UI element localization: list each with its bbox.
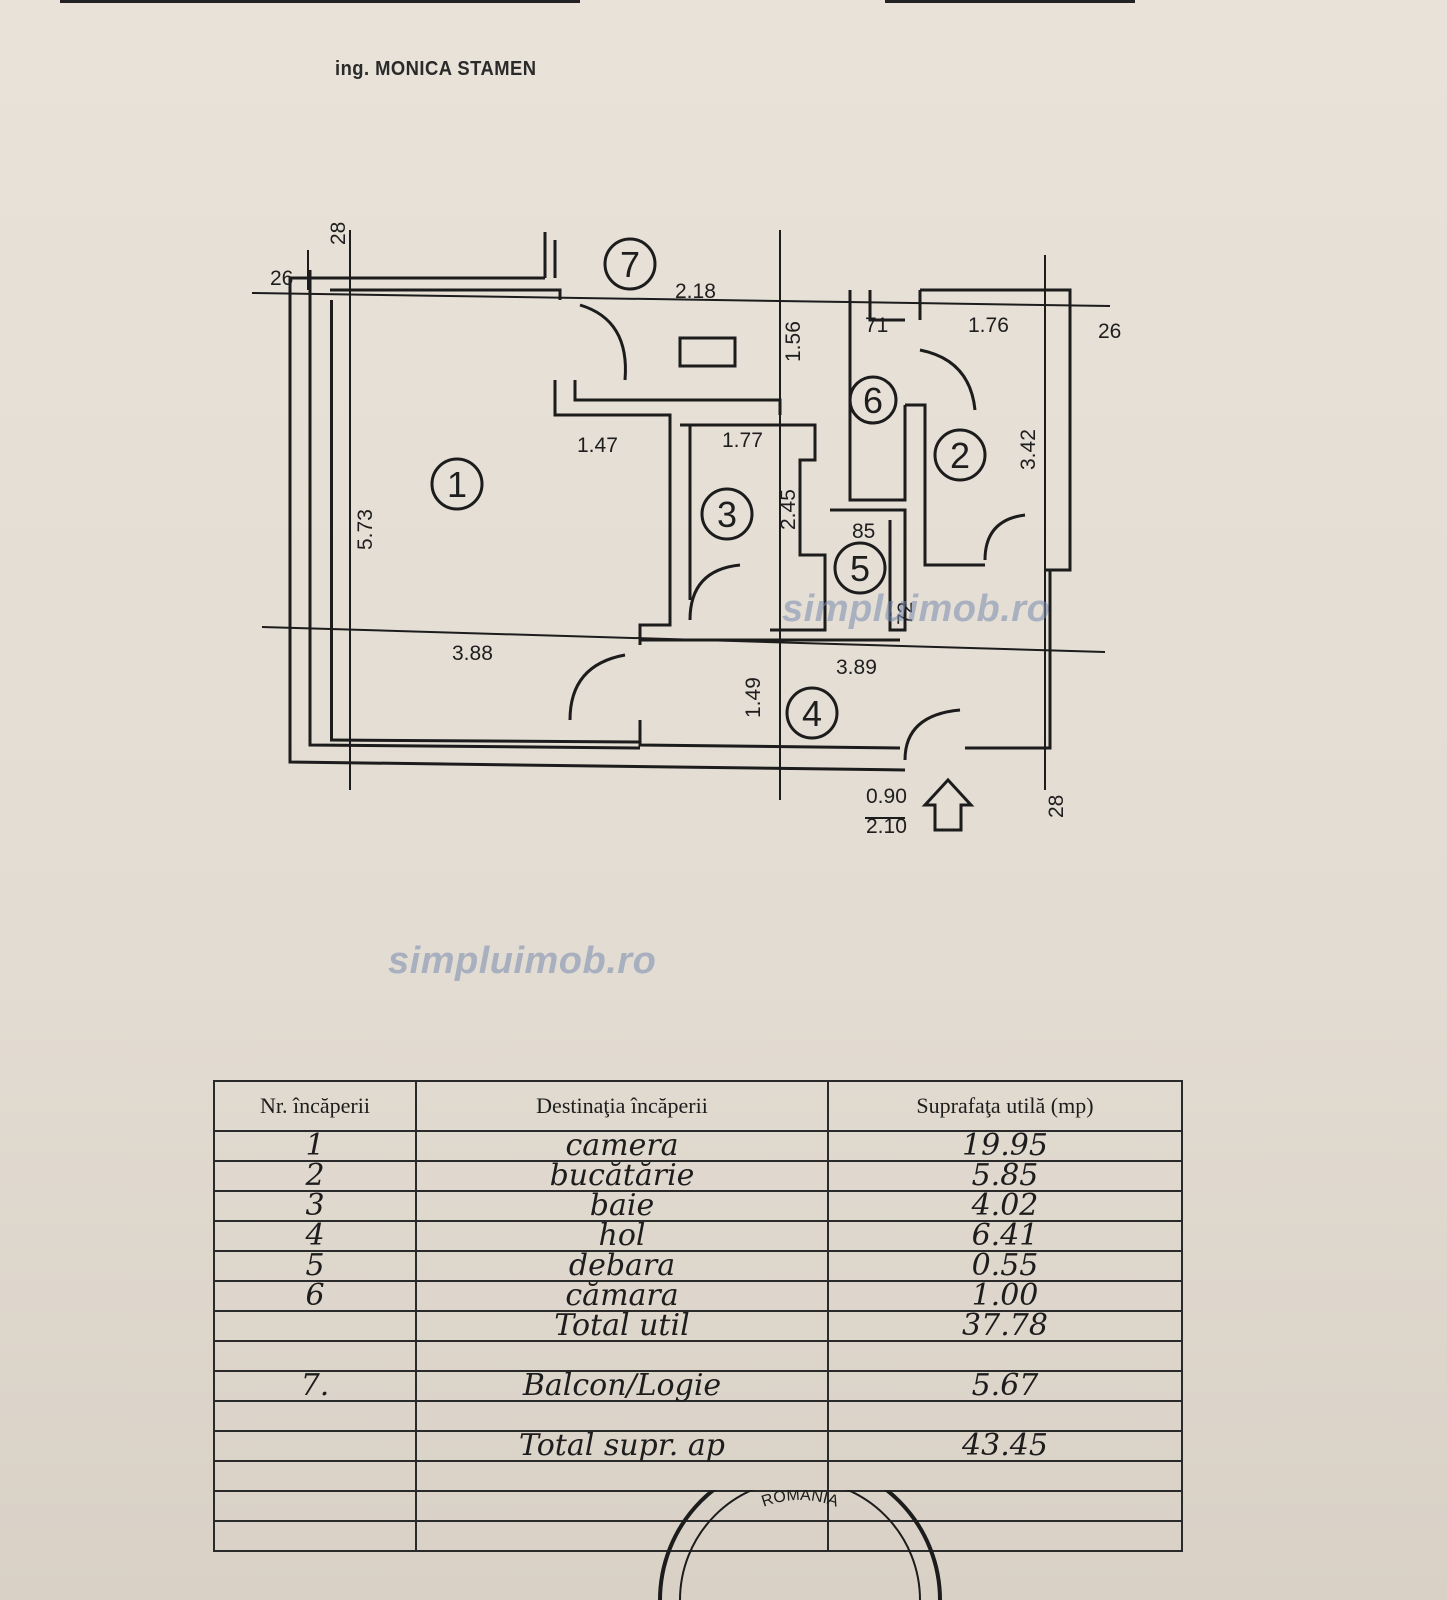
cell-nr: 2 xyxy=(213,1160,417,1192)
outer-wall-left xyxy=(288,276,906,772)
table-row xyxy=(213,1340,1183,1372)
cell-area: 5.67 xyxy=(827,1370,1183,1402)
cell-destination: debara xyxy=(415,1250,829,1282)
cell-area: 4.02 xyxy=(827,1190,1183,1222)
cell-destination: baie xyxy=(415,1190,829,1222)
dim-storage-width-b: 72 xyxy=(894,602,917,625)
cell-nr: 5 xyxy=(213,1250,417,1282)
room-number-5: 5 xyxy=(850,548,870,589)
cell-nr xyxy=(213,1430,417,1462)
cell-area: 43.45 xyxy=(827,1430,1183,1462)
dim-wall-left: 26 xyxy=(270,267,293,290)
cell-area xyxy=(827,1400,1183,1432)
cell-nr xyxy=(213,1460,417,1492)
top-rule-left xyxy=(60,0,580,3)
room-number-3: 3 xyxy=(717,494,737,535)
dim-hall-height: 1.49 xyxy=(742,677,765,718)
room1-inner xyxy=(330,300,333,740)
table-row xyxy=(213,1490,1183,1522)
cell-destination xyxy=(415,1340,829,1372)
round-stamp: ROMÂNIA xyxy=(658,1490,942,1600)
dim-kitchen-height: 3.42 xyxy=(1017,429,1040,470)
table-row xyxy=(213,1400,1183,1432)
svg-text:ROMÂNIA: ROMÂNIA xyxy=(759,1490,840,1511)
cell-destination: bucătărie xyxy=(415,1160,829,1192)
dim-balcony-width: 2.18 xyxy=(675,280,716,303)
cell-destination: hol xyxy=(415,1220,829,1252)
cell-area: 0.55 xyxy=(827,1250,1183,1282)
dim-storage-width: 85 xyxy=(852,520,875,543)
room-number-4: 4 xyxy=(802,693,822,734)
room-number-7: 7 xyxy=(620,244,640,285)
table-header-row: Nr. încăperii Destinaţia încăperii Supra… xyxy=(213,1080,1183,1132)
cell-nr xyxy=(213,1490,417,1522)
cell-destination: Total supr. ap xyxy=(415,1430,829,1462)
dim-kitchen-top-height: 1.56 xyxy=(782,321,805,362)
dim-kitchen-width: 1.76 xyxy=(968,314,1009,337)
cell-nr xyxy=(213,1400,417,1432)
cell-nr: 3 xyxy=(213,1190,417,1222)
cell-area: 37.78 xyxy=(827,1310,1183,1342)
col-header-destination: Destinaţia încăperii xyxy=(415,1080,829,1132)
cell-area: 6.41 xyxy=(827,1220,1183,1252)
dim-room-width: 3.88 xyxy=(452,642,493,665)
room-number-1: 1 xyxy=(447,464,467,505)
surface-table: Nr. încăperii Destinaţia încăperii Supra… xyxy=(213,1080,1183,1552)
table-row xyxy=(213,1520,1183,1552)
inner-wall-left xyxy=(308,270,641,750)
cell-destination: Total util xyxy=(415,1310,829,1342)
cell-nr xyxy=(213,1310,417,1342)
table-row xyxy=(213,1460,1183,1492)
cell-nr xyxy=(213,1520,417,1552)
dim-room-height: 5.73 xyxy=(354,509,377,550)
cell-destination: camera xyxy=(415,1130,829,1162)
watermark-1: simpluimob.ro xyxy=(782,588,1051,630)
dim-hall-width: 3.89 xyxy=(836,656,877,679)
dim-wall-bottom: 28 xyxy=(1045,795,1068,818)
room-number-2: 2 xyxy=(950,435,970,476)
cell-area xyxy=(827,1340,1183,1372)
dim-wall-right: 26 xyxy=(1098,320,1121,343)
col-header-nr: Nr. încăperii xyxy=(213,1080,417,1132)
cell-destination xyxy=(415,1490,829,1522)
cell-area xyxy=(827,1520,1183,1552)
dim-hall-top-width: 1.47 xyxy=(577,434,618,457)
cell-area: 1.00 xyxy=(827,1280,1183,1312)
author-stamp: ing. MONICA STAMEN xyxy=(335,58,537,80)
cell-area: 19.95 xyxy=(827,1130,1183,1162)
cell-destination xyxy=(415,1460,829,1492)
top-rule-right xyxy=(885,0,1135,3)
cell-destination xyxy=(415,1400,829,1432)
dim-pantry-width: 71 xyxy=(865,314,888,337)
room-number-6: 6 xyxy=(863,380,883,421)
dim-bath-height: 2.45 xyxy=(777,489,800,530)
cell-destination xyxy=(415,1520,829,1552)
cell-area: 5.85 xyxy=(827,1160,1183,1192)
col-header-area: Suprafaţa utilă (mp) xyxy=(827,1080,1183,1132)
dim-door-height: 2.10 xyxy=(866,815,907,838)
watermark-2: simpluimob.ro xyxy=(388,940,657,982)
cell-destination: Balcon/Logie xyxy=(415,1370,829,1402)
cell-nr: 4 xyxy=(213,1220,417,1252)
cell-nr: 6 xyxy=(213,1280,417,1312)
stamp-text: ROMÂNIA xyxy=(759,1490,840,1511)
dim-door-width: 0.90 xyxy=(866,785,907,808)
cell-area xyxy=(827,1460,1183,1492)
cell-nr: 1 xyxy=(213,1130,417,1162)
cell-nr xyxy=(213,1340,417,1372)
dim-wall-top-left: 28 xyxy=(327,222,350,245)
dim-bath-width: 1.77 xyxy=(722,429,763,452)
cell-nr: 7. xyxy=(213,1370,417,1402)
cell-destination: cămara xyxy=(415,1280,829,1312)
floor-plan: 1 2 3 4 5 6 7 28 26 2.18 1.56 71 1.76 26… xyxy=(251,222,1121,838)
